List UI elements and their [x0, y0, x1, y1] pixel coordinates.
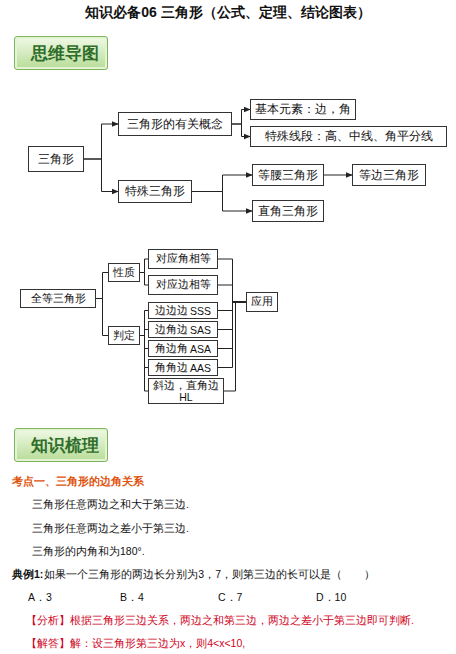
node-text: 对应边相等 — [156, 278, 211, 292]
page-title: 知识必备06 三角形（公式、定理、结论图表） — [0, 4, 456, 22]
connector — [140, 259, 148, 273]
node-text: 应用 — [251, 295, 273, 309]
connector — [218, 302, 246, 368]
connector — [218, 285, 246, 302]
text-line: C．7 — [218, 591, 242, 605]
leaf-box: 边边边SSS — [148, 302, 218, 319]
text-line: 【解答】解：设三角形第三边为x，则4<x<10, — [26, 637, 245, 651]
text-line: B．4 — [120, 591, 144, 605]
connector — [84, 159, 118, 192]
concept-box: 等腰三角形 — [252, 164, 324, 186]
node-text: ASA — [190, 343, 211, 355]
node-text: SAS — [190, 324, 211, 336]
node-text: 斜边，直角边 — [153, 379, 219, 391]
node-text: 三角形的有关概念 — [127, 116, 223, 133]
node-text: 边角边 — [155, 323, 188, 337]
node-text: 等边三角形 — [359, 167, 419, 184]
node-text: 判定 — [113, 329, 135, 343]
node-text: 基本元素：边，角 — [255, 101, 351, 118]
node-text: 特殊三角形 — [125, 183, 185, 200]
node-text: HL — [179, 391, 192, 403]
connector — [140, 330, 148, 336]
connector — [218, 259, 246, 302]
node-text: 知识梳理 — [31, 434, 99, 457]
concept-box: 直角三角形 — [252, 200, 324, 222]
connector — [192, 175, 252, 192]
node-text: SSS — [190, 305, 211, 317]
concept-box: 等边三角形 — [352, 164, 426, 186]
node-text: 角角边 — [155, 361, 188, 375]
text-line: D．10 — [316, 591, 346, 605]
concept-box: 三角形的有关概念 — [118, 112, 232, 136]
connector — [224, 302, 246, 391]
node-text: 等腰三角形 — [258, 167, 318, 184]
concept-box: 基本元素：边，角 — [250, 99, 356, 120]
leaf-box: 对应角相等 — [148, 249, 218, 269]
leaf-box: 对应边相等 — [148, 275, 218, 295]
text-line: A．3 — [28, 591, 52, 605]
connector — [192, 192, 252, 212]
node-text: 特殊线段：高、中线、角平分线 — [265, 128, 433, 145]
connector — [232, 124, 250, 137]
node-text: 边边边 — [155, 304, 188, 318]
connector — [140, 273, 148, 286]
branch-box: 性质 — [108, 263, 140, 282]
connector — [96, 273, 108, 299]
text-line: 考点一、三角形的边角关系 — [12, 475, 144, 489]
connector — [140, 336, 148, 392]
root-box: 全等三角形 — [20, 289, 96, 308]
concept-box: 特殊三角形 — [118, 180, 192, 203]
leaf-box: 斜边，直角边HL — [148, 378, 224, 404]
node-text: 直角三角形 — [258, 203, 318, 220]
leaf-box: 边角边SAS — [148, 321, 218, 338]
node-text: 思维导图 — [31, 42, 99, 65]
node-text: AAS — [190, 362, 211, 374]
connector — [324, 175, 352, 176]
leaf-box: 角边角ASA — [148, 340, 218, 357]
node-text: 性质 — [113, 266, 135, 280]
node-text: 对应角相等 — [156, 252, 211, 266]
node-text: 三角形 — [38, 151, 74, 168]
section-banner: 思维导图 — [14, 36, 108, 70]
concept-box: 特殊线段：高、中线、角平分线 — [250, 126, 447, 147]
connector — [232, 110, 250, 125]
branch-box: 判定 — [108, 326, 140, 345]
section-banner: 知识梳理 — [14, 428, 108, 462]
connector — [140, 311, 148, 336]
text-line: 典例1: — [12, 568, 43, 582]
text-line: 【分析】根据三角形三边关系，两边之和第三边，两边之差小于第三边即可判断. — [26, 614, 414, 628]
text-line: 如果一个三角形的两边长分别为3，7，则第三边的长可以是（ ） — [44, 568, 375, 582]
text-line: 三角形的内角和为180°. — [32, 545, 145, 559]
connector — [96, 299, 108, 336]
text-line: 三角形任意两边之差小于第三边. — [32, 522, 189, 536]
result-box: 应用 — [246, 292, 278, 312]
connector — [84, 124, 118, 159]
text-line: 三角形任意两边之和大于第三边. — [32, 498, 189, 512]
leaf-box: 角角边AAS — [148, 359, 218, 376]
node-text: 角边角 — [155, 342, 188, 356]
root-box: 三角形 — [28, 146, 84, 172]
node-text: 全等三角形 — [31, 292, 86, 306]
